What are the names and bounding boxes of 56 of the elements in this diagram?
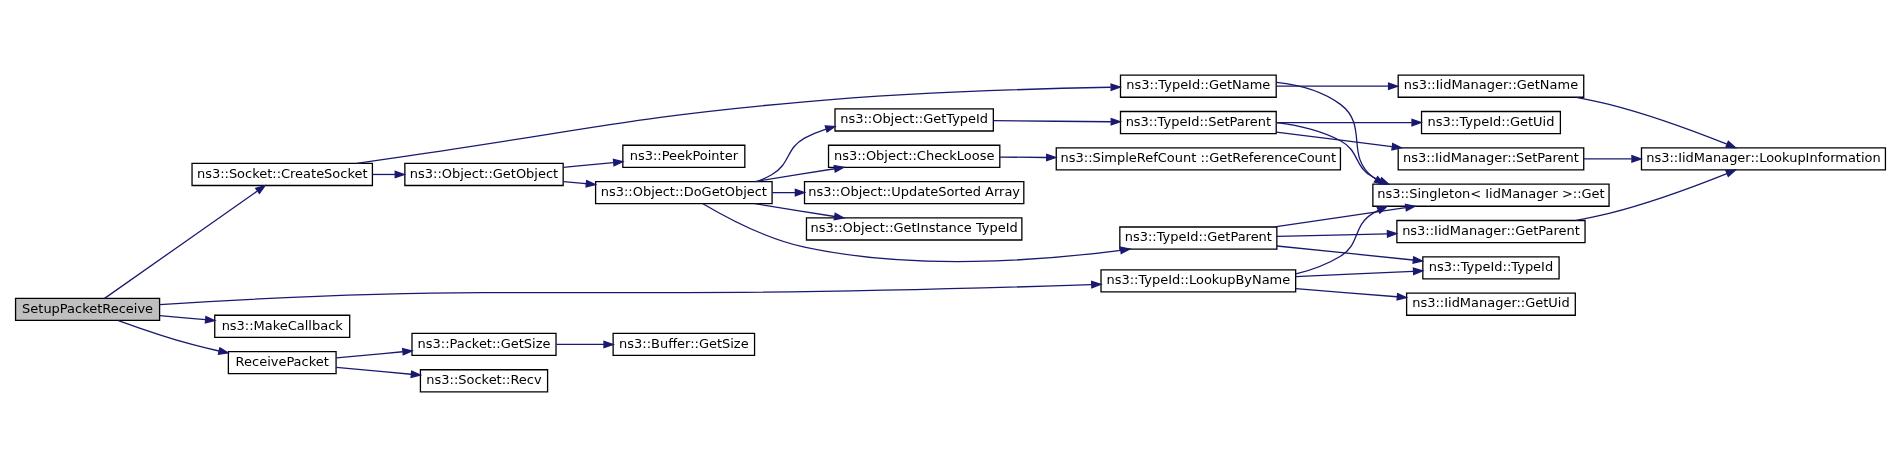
node-box: ns3::IidManager::GetUid — [1405, 292, 1576, 316]
node-box: ns3::Object::GetObject — [404, 162, 564, 187]
node-box: ns3::TypeId::GetParent — [1119, 226, 1278, 250]
node-box: ns3::IidManager::GetParent — [1396, 219, 1586, 244]
node-box: ns3::Packet::GetSize — [411, 332, 557, 357]
arrow — [1275, 82, 1400, 91]
arrow — [103, 184, 267, 299]
arrow — [356, 83, 1123, 164]
node-box: ns3::TypeId::GetName — [1119, 74, 1277, 98]
node-box: ns3::TypeId::TypeId — [1422, 256, 1560, 280]
arrow — [756, 125, 837, 183]
arrow — [1295, 287, 1409, 301]
arrow — [372, 170, 407, 179]
node-box: ns3::Object::GetTypeId — [834, 108, 994, 132]
arrow — [992, 117, 1123, 126]
arrow — [1276, 245, 1425, 265]
arrow — [555, 340, 616, 349]
node-box: ReceivePacket — [227, 350, 337, 375]
arrow — [702, 203, 1132, 263]
arrow — [1583, 154, 1643, 163]
node-box: ns3::IidManager::SetParent — [1397, 147, 1585, 171]
arrow — [159, 280, 1103, 306]
arrow — [159, 315, 217, 324]
arrow — [1276, 229, 1399, 238]
arrow — [771, 188, 807, 197]
arrow — [1295, 205, 1389, 275]
arrow — [1275, 131, 1404, 151]
node-box: ns3::Singleton< IidManager >::Get — [1372, 183, 1610, 207]
node-box: ns3::Socket::CreateSocket — [191, 162, 374, 187]
node-box: ns3::Object::UpdateSorted Array — [803, 180, 1025, 205]
node-box: ns3::MakeCallback — [214, 314, 351, 338]
node-box: SetupPacketReceive — [14, 297, 161, 322]
node-box: ns3::SimpleRefCount ::GetReferenceCount — [1055, 147, 1342, 171]
arrow — [117, 319, 230, 355]
node-box: ns3::IidManager::LookupInformation — [1640, 147, 1887, 171]
arrow — [754, 164, 846, 183]
arrow — [562, 179, 598, 188]
node-box: ns3::Buffer::GetSize — [612, 332, 756, 357]
node-box: ns3::TypeId::GetUid — [1420, 110, 1562, 135]
arrow — [335, 347, 414, 359]
arrow — [1575, 96, 1738, 149]
arrow — [335, 366, 423, 379]
arrow — [1575, 169, 1738, 222]
arrow — [1295, 267, 1425, 278]
arrow — [999, 153, 1058, 162]
node-box: ns3::Object::GetInstance TypeId — [805, 217, 1023, 241]
node-box: ns3::PeekPointer — [622, 144, 746, 168]
arrow — [754, 203, 846, 221]
arrow — [1274, 203, 1417, 228]
node-box: ns3::IidManager::GetName — [1397, 74, 1585, 98]
node-box: ns3::Object::DoGetObject — [594, 180, 773, 205]
node-box: ns3::TypeId::SetParent — [1119, 110, 1277, 135]
arrow — [562, 158, 625, 168]
node-box: ns3::Socket::Recv — [419, 369, 549, 393]
node-box: ns3::Object::CheckLoose — [827, 144, 1001, 168]
node-box: ns3::TypeId::LookupByName — [1100, 269, 1297, 293]
